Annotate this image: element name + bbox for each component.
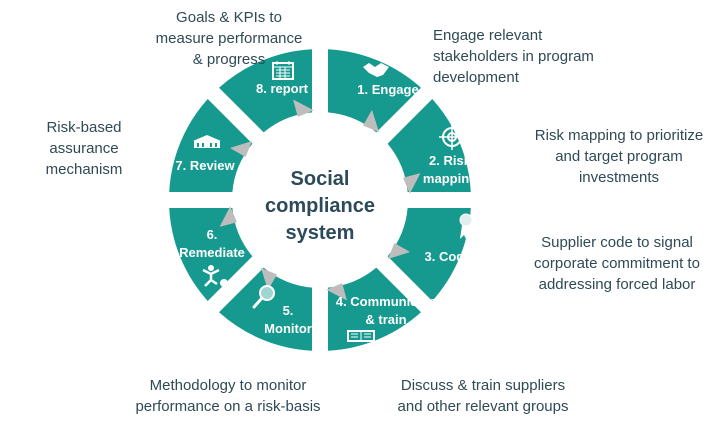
step-6-segment <box>169 208 253 301</box>
award-ribbon-icon <box>459 213 473 239</box>
book-icon <box>347 330 375 342</box>
step-7-label: 7. Review <box>175 158 235 173</box>
step-1-arrow <box>363 109 380 133</box>
center-title-line: Social <box>290 168 350 190</box>
step-5-label: 5.Monitor <box>264 303 312 336</box>
handshake-icon <box>363 63 389 77</box>
step-4-label: 4. Communicate& train <box>335 294 437 327</box>
step-8-arrow <box>293 99 314 117</box>
target-icon <box>439 124 465 150</box>
step-2-segment <box>387 99 471 192</box>
step-3-arrow <box>387 243 411 260</box>
step-4-arrow <box>326 283 347 301</box>
step-3-label: 3. Code <box>424 249 472 264</box>
center-title-line: system <box>285 222 355 244</box>
calendar-icon <box>272 61 294 80</box>
step-6-arrow <box>219 206 237 227</box>
magnifier-icon <box>252 285 275 309</box>
center-title: Social compliance system <box>265 166 375 247</box>
step-4-segment <box>328 267 421 351</box>
step-2-arrow <box>403 173 421 194</box>
step-1-label: 1. Engage <box>357 82 419 97</box>
step-5-arrow <box>260 267 277 291</box>
step-3-segment <box>387 208 471 301</box>
child-playing-icon <box>202 265 228 287</box>
step-7-arrow <box>229 140 253 157</box>
step-1-segment <box>328 49 421 133</box>
center-title-line: compliance <box>264 195 376 217</box>
step-5-segment <box>219 267 312 351</box>
building-icon <box>193 135 221 148</box>
step-8-label: 8. report <box>255 81 309 96</box>
step-6-label: 6.Remediate <box>179 227 245 260</box>
